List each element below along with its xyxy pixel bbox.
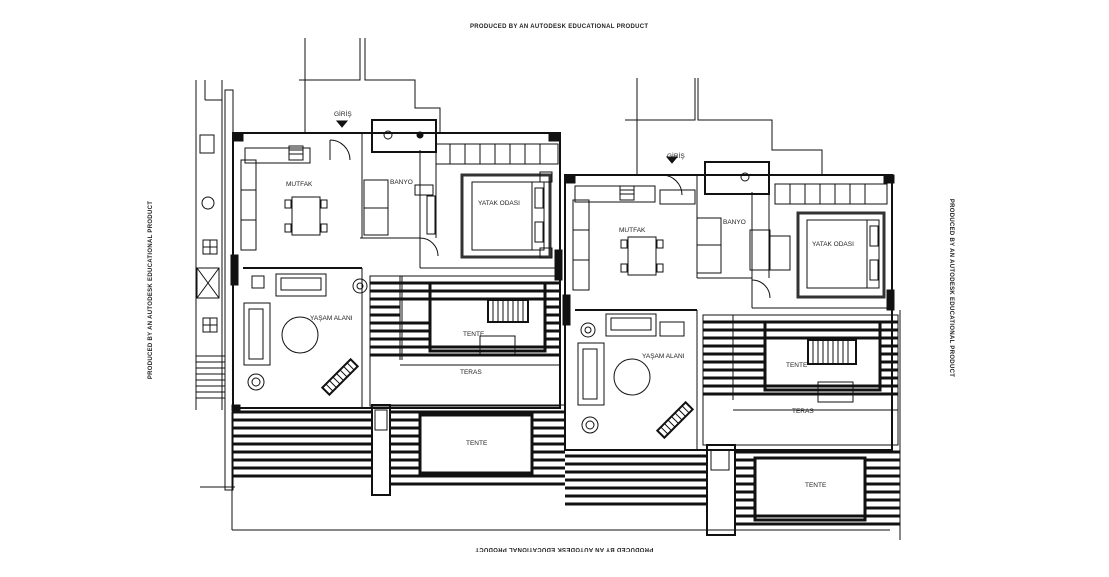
unit-b	[562, 78, 901, 540]
unit-b-lower-awning-label: TENTE	[805, 482, 827, 489]
unit-a-entrance-label: GİRİŞ	[334, 109, 352, 118]
unit-a-kitchen-label: MUTFAK	[286, 181, 313, 188]
unit-a-awning-label: TENTE	[463, 331, 485, 338]
neighbour-unit-fragment	[195, 80, 235, 491]
unit-b-bathroom-label: BANYO	[723, 219, 746, 226]
unit-b-kitchen-label: MUTFAK	[619, 227, 646, 234]
unit-a-lower-awning-label: TENTE	[466, 440, 488, 447]
unit-a-living-label: YAŞAM ALANI	[310, 315, 353, 322]
watermark-top: PRODUCED BY AN AUTODESK EDUCATIONAL PROD…	[470, 24, 649, 30]
unit-b-awning-label: TENTE	[786, 362, 808, 369]
unit-b-entrance-label: GİRİŞ	[667, 151, 685, 160]
unit-a-bathroom-label: BANYO	[390, 179, 413, 186]
unit-b-bedroom-label: YATAK ODASI	[812, 241, 854, 248]
unit-b-terrace-label: TERAS	[792, 408, 814, 415]
unit-a-bedroom-label: YATAK ODASI	[478, 200, 520, 207]
unit-b-living-label: YAŞAM ALANI	[642, 353, 685, 360]
unit-a	[230, 38, 890, 531]
unit-a-terrace-label: TERAS	[460, 369, 482, 376]
